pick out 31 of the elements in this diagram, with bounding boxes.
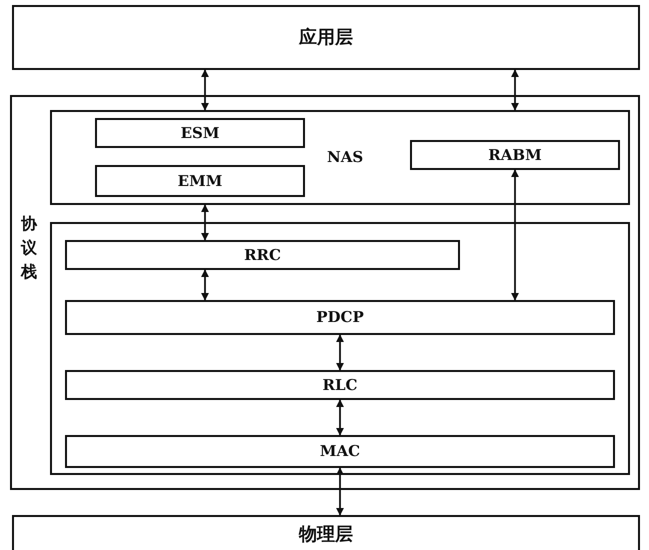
group-box bbox=[10, 95, 640, 490]
protocol-label: MAC bbox=[320, 444, 360, 459]
protocol-label: PDCP bbox=[316, 310, 364, 325]
arrow bbox=[511, 169, 519, 301]
protocol-label: RRC bbox=[244, 248, 281, 262]
layer-box bbox=[12, 515, 640, 550]
arrow bbox=[336, 467, 344, 516]
layer-box bbox=[12, 5, 640, 70]
layer-label: 物理层 bbox=[299, 526, 353, 544]
protocol-label: EMM bbox=[178, 174, 222, 188]
protocol-box bbox=[65, 370, 615, 400]
group-box bbox=[50, 222, 630, 475]
protocol-box bbox=[65, 300, 615, 335]
arrow bbox=[201, 269, 209, 301]
protocol-label: RABM bbox=[488, 148, 542, 162]
arrow bbox=[336, 334, 344, 371]
protocol-box bbox=[95, 165, 305, 197]
protocol-box bbox=[410, 140, 620, 170]
layer-label: 应用层 bbox=[299, 28, 353, 46]
arrow bbox=[336, 399, 344, 436]
arrow bbox=[201, 204, 209, 241]
arrow bbox=[511, 69, 519, 111]
protocol-label: ESM bbox=[180, 126, 220, 140]
protocol-box bbox=[95, 118, 305, 148]
group-box bbox=[50, 110, 630, 205]
arrow bbox=[201, 69, 209, 111]
protocol-box bbox=[65, 435, 615, 468]
protocol-label: NAS bbox=[327, 150, 364, 165]
protocol-label: RLC bbox=[322, 378, 358, 392]
protocol-box bbox=[65, 240, 460, 270]
stack-label: 协议栈 bbox=[21, 213, 38, 283]
